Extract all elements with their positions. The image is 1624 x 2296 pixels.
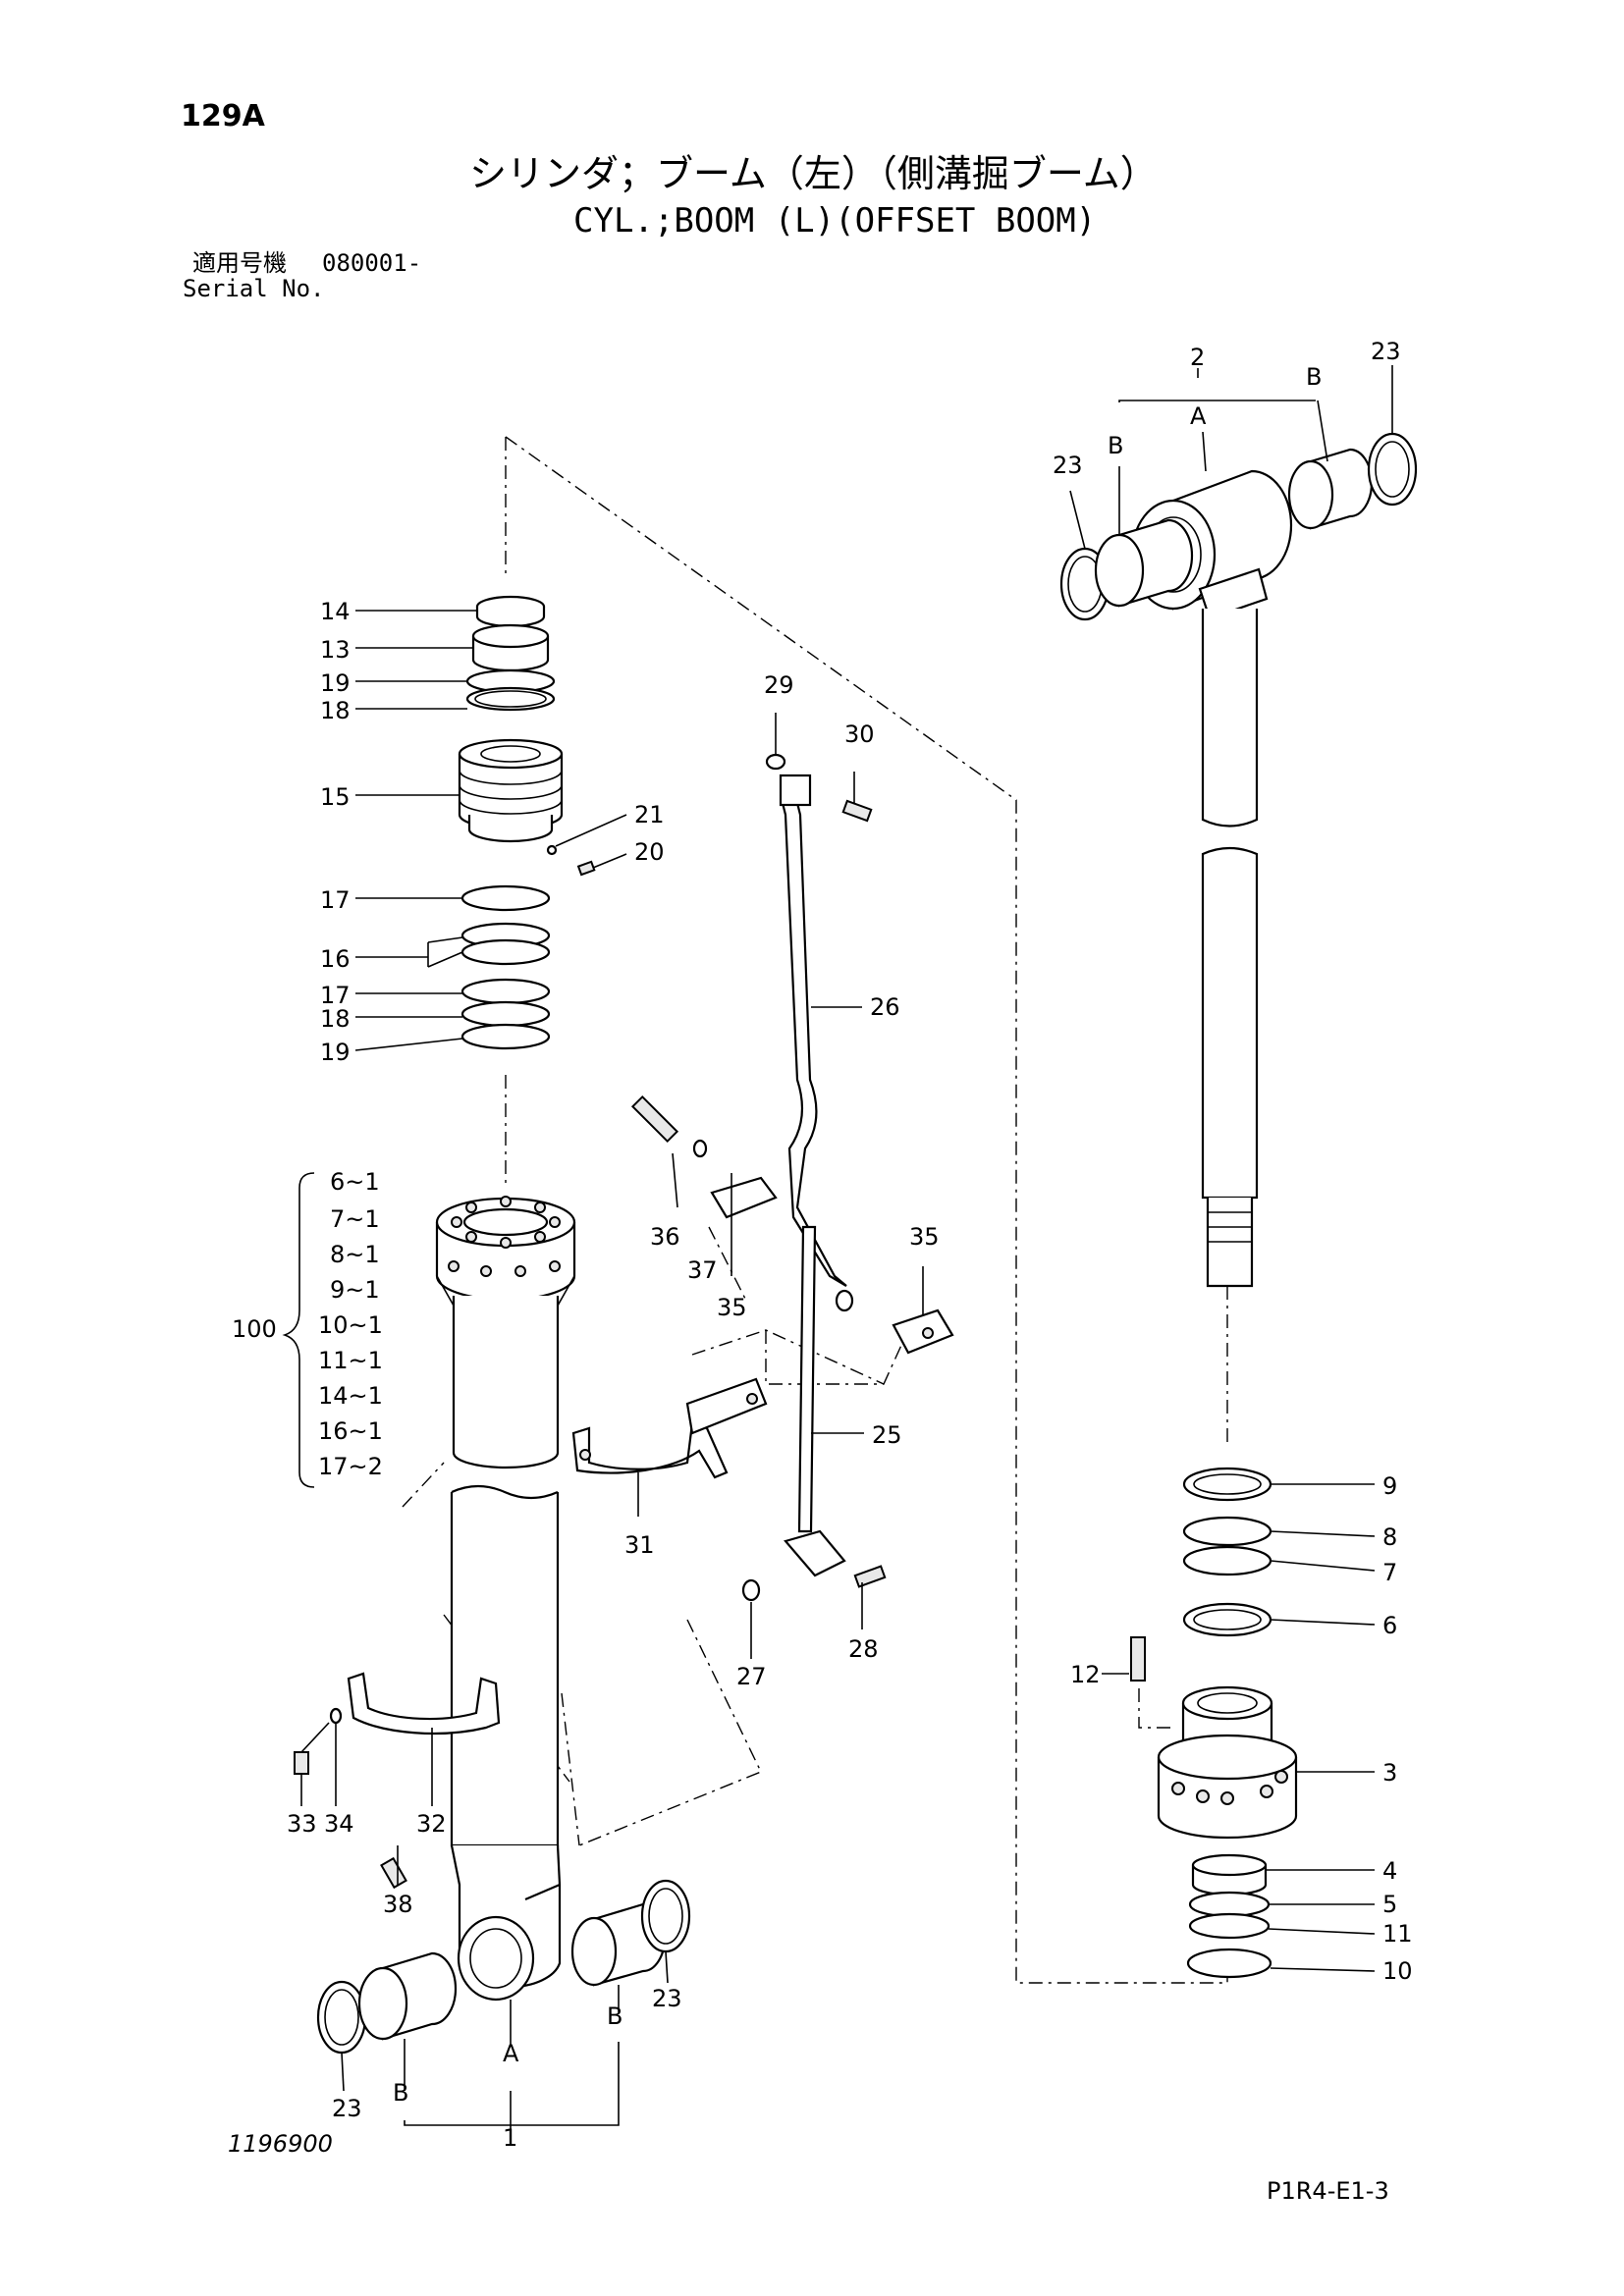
callout-17: 17 bbox=[320, 982, 351, 1009]
callout-labels: 14 13 19 18 15 21 20 17 16 17 18 19 29 3… bbox=[287, 338, 1413, 2152]
drawing-number: 1196900 bbox=[228, 2130, 333, 2158]
callout-27: 27 bbox=[736, 1663, 767, 1690]
callout-B: B bbox=[393, 2079, 408, 2107]
part-14-dust-seal bbox=[475, 595, 546, 628]
callout-16: 16 bbox=[320, 945, 351, 973]
part-20-set-screw bbox=[576, 860, 596, 877]
callout-23: 23 bbox=[1371, 338, 1401, 365]
cylinder-head-flange bbox=[435, 1196, 576, 1469]
kit-100-list: 100 6~1 7~1 8~1 9~1 10~1 11~1 14~1 16~1 … bbox=[232, 1168, 383, 1480]
callout-12: 12 bbox=[1070, 1661, 1101, 1688]
part-19-18-rings-top bbox=[465, 668, 556, 712]
part-35-36-37-clamp-bolts bbox=[630, 1095, 954, 1355]
callout-7: 7 bbox=[1382, 1559, 1397, 1586]
kit-100-bracket bbox=[282, 1172, 315, 1488]
callout-17: 17 bbox=[320, 886, 351, 914]
page-number: 129A bbox=[181, 99, 265, 133]
callout-B: B bbox=[1306, 363, 1322, 391]
callout-30: 30 bbox=[844, 721, 875, 748]
callout-36: 36 bbox=[650, 1223, 680, 1251]
title-english: CYL.;BOOM (L)(OFFSET BOOM) bbox=[573, 201, 1097, 240]
callout-B: B bbox=[607, 2002, 623, 2030]
callout-37: 37 bbox=[687, 1256, 718, 1284]
callout-33: 33 bbox=[287, 1810, 317, 1838]
part-12-bolt bbox=[1130, 1636, 1146, 1682]
bottom-pin-bushings bbox=[316, 1879, 691, 2055]
part-29-oring bbox=[765, 753, 786, 771]
callout-19: 19 bbox=[320, 669, 351, 697]
callout-28: 28 bbox=[848, 1635, 879, 1663]
serial-label-japanese: 適用号機 bbox=[192, 249, 287, 277]
kit-100-item: 14~1 bbox=[318, 1382, 383, 1410]
piston-rod-body bbox=[1201, 609, 1259, 1288]
callout-23: 23 bbox=[1053, 452, 1083, 479]
callout-19: 19 bbox=[320, 1039, 351, 1066]
parts-16-17-18-19-piston-rings bbox=[460, 884, 551, 1050]
kit-100-item: 11~1 bbox=[318, 1347, 383, 1374]
callout-13: 13 bbox=[320, 636, 351, 664]
callout-32: 32 bbox=[416, 1810, 447, 1838]
serial-number: 080001- bbox=[322, 249, 422, 277]
part-26-pipe bbox=[779, 774, 847, 1287]
callout-18: 18 bbox=[320, 697, 351, 724]
callout-10: 10 bbox=[1382, 1957, 1413, 1985]
title-japanese: シリンダ；ブーム（左）（側溝掘ブーム） bbox=[469, 152, 1158, 195]
callout-21: 21 bbox=[634, 801, 665, 828]
callout-A: A bbox=[1190, 402, 1207, 430]
part-1-cylinder-barrel bbox=[450, 1484, 562, 2002]
kit-100-item: 6~1 bbox=[330, 1168, 380, 1196]
leader-lines bbox=[300, 365, 1393, 2140]
callout-6: 6 bbox=[1382, 1612, 1397, 1639]
callout-25: 25 bbox=[872, 1421, 902, 1449]
callout-26: 26 bbox=[870, 993, 900, 1021]
callout-35: 35 bbox=[717, 1294, 747, 1321]
parts-9-8-7-6-rings bbox=[1182, 1467, 1272, 1637]
callout-34: 34 bbox=[324, 1810, 354, 1838]
callout-2: 2 bbox=[1190, 344, 1205, 371]
part-13-rod-seal bbox=[471, 623, 550, 672]
kit-100-item: 17~2 bbox=[318, 1453, 383, 1480]
sheet-reference: P1R4-E1-3 bbox=[1267, 2177, 1389, 2205]
part-15-rod-cover bbox=[458, 738, 564, 843]
callout-5: 5 bbox=[1382, 1891, 1397, 1918]
part-28-bolt bbox=[853, 1565, 887, 1588]
part-27-oring bbox=[741, 1578, 761, 1602]
parts-4-5-11-10-rings bbox=[1186, 1853, 1272, 1979]
part-21-ball bbox=[546, 844, 558, 856]
kit-100-label: 100 bbox=[232, 1315, 277, 1343]
callout-B: B bbox=[1108, 432, 1123, 459]
callout-8: 8 bbox=[1382, 1523, 1397, 1551]
kit-100-item: 9~1 bbox=[330, 1276, 380, 1304]
callout-38: 38 bbox=[383, 1891, 413, 1918]
callout-20: 20 bbox=[634, 838, 665, 866]
part-31-clamp bbox=[571, 1377, 768, 1479]
callout-35: 35 bbox=[909, 1223, 940, 1251]
kit-100-item: 16~1 bbox=[318, 1417, 383, 1445]
callout-23: 23 bbox=[652, 1985, 682, 2012]
kit-100-item: 7~1 bbox=[330, 1205, 380, 1233]
callout-15: 15 bbox=[320, 783, 351, 811]
right-bushings bbox=[1059, 432, 1418, 621]
callout-14: 14 bbox=[320, 598, 351, 625]
part-3-piston bbox=[1157, 1685, 1298, 1840]
callout-31: 31 bbox=[624, 1531, 655, 1559]
callout-4: 4 bbox=[1382, 1857, 1397, 1885]
callout-1: 1 bbox=[503, 2124, 517, 2152]
callout-18: 18 bbox=[320, 1005, 351, 1033]
part-38-grease-fitting bbox=[380, 1856, 407, 1890]
part-33-34-bolt-washer bbox=[294, 1707, 343, 1775]
callout-9: 9 bbox=[1382, 1472, 1397, 1500]
callout-23: 23 bbox=[332, 2095, 362, 2122]
kit-100-item: 8~1 bbox=[330, 1241, 380, 1268]
part-32-clamp bbox=[347, 1672, 501, 1735]
callout-A: A bbox=[503, 2040, 519, 2067]
part-25-pipe bbox=[784, 1225, 846, 1577]
callout-11: 11 bbox=[1382, 1920, 1413, 1948]
callout-29: 29 bbox=[764, 671, 794, 699]
serial-label-english: Serial No. bbox=[183, 275, 325, 302]
part-30-bolt bbox=[841, 799, 873, 823]
kit-100-item: 10~1 bbox=[318, 1311, 383, 1339]
callout-3: 3 bbox=[1382, 1759, 1397, 1787]
